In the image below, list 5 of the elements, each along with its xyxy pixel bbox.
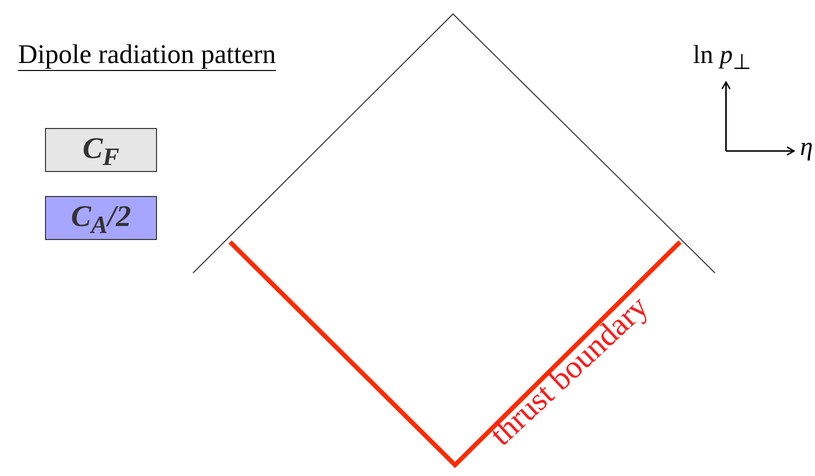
title: Dipole radiation pattern [18,38,276,71]
legend-label: C$_{A}$/2 [70,200,132,241]
axis-label: η [800,132,813,162]
legend-label: C$_{F}$ [82,132,120,173]
axis-label: ln p$_{⊥}$ [693,40,752,76]
